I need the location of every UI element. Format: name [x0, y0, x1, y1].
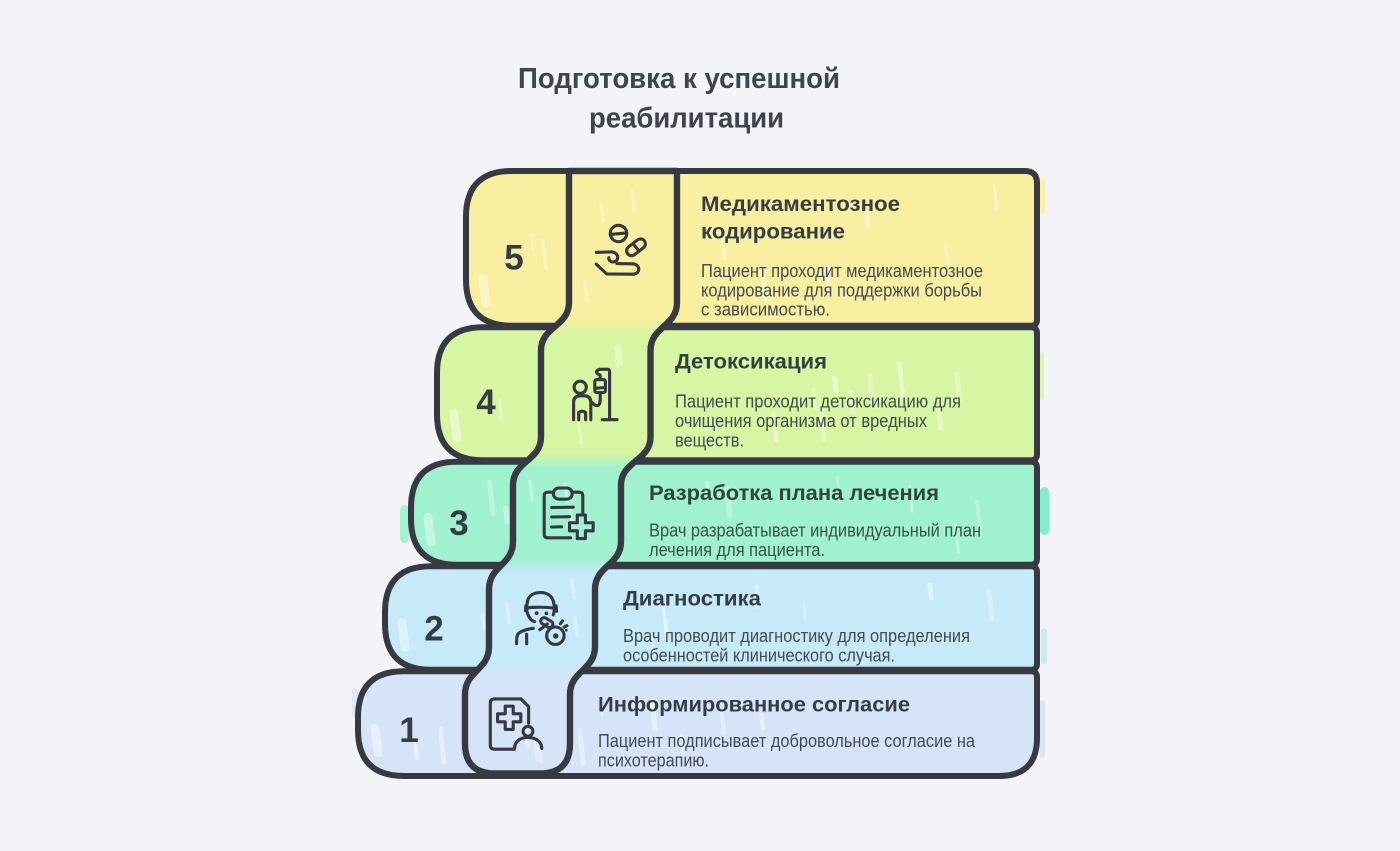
svg-text:Подготовка к успешной: Подготовка к успешной — [518, 63, 840, 95]
svg-text:Пациент проходит медикаментозн: Пациент проходит медикаментозное — [701, 261, 983, 281]
svg-text:2: 2 — [424, 610, 443, 649]
svg-text:Детоксикация: Детоксикация — [675, 350, 827, 374]
svg-text:веществ.: веществ. — [675, 431, 744, 451]
svg-text:4: 4 — [476, 383, 496, 422]
svg-text:особенностей клинического случ: особенностей клинического случая. — [623, 645, 895, 665]
svg-text:кодирование для поддержки борь: кодирование для поддержки борьбы — [701, 280, 982, 300]
svg-text:Диагностика: Диагностика — [623, 586, 762, 610]
svg-text:психотерапию.: психотерапию. — [598, 750, 709, 770]
svg-text:лечения для пациента.: лечения для пациента. — [649, 540, 825, 560]
svg-text:3: 3 — [449, 504, 468, 543]
svg-text:Разработка плана лечения: Разработка плана лечения — [649, 481, 939, 505]
svg-text:Медикаментозное: Медикаментозное — [701, 192, 900, 216]
svg-text:Пациент подписывает добровольн: Пациент подписывает добровольное согласи… — [598, 731, 976, 751]
svg-text:1: 1 — [399, 711, 418, 750]
svg-text:кодирование: кодирование — [701, 220, 845, 244]
svg-text:Врач проводит диагностику для: Врач проводит диагностику для определени… — [623, 626, 970, 646]
svg-text:5: 5 — [504, 239, 523, 278]
svg-text:очищения организма от вредных: очищения организма от вредных — [675, 411, 927, 431]
svg-text:Пациент проходит детоксикацию: Пациент проходит детоксикацию для — [675, 392, 961, 412]
svg-text:реабилитации: реабилитации — [589, 103, 784, 135]
svg-text:с зависимостью.: с зависимостью. — [701, 300, 830, 320]
svg-text:Врач разрабатывает индивидуаль: Врач разрабатывает индивидуальный план — [649, 521, 981, 541]
svg-text:Информированное согласие: Информированное согласие — [598, 693, 910, 717]
